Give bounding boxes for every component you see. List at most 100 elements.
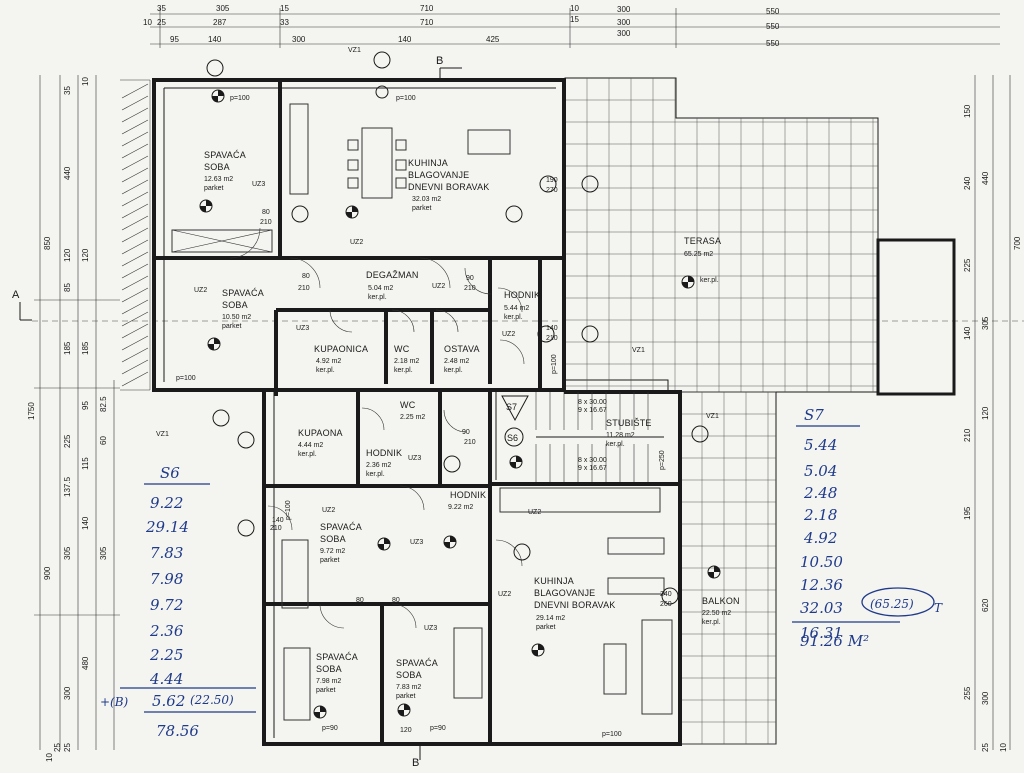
hatch-line [121, 299, 149, 315]
top-dimension-lines: 35 305 15 710 10 300 550 10 25 287 33 71… [143, 4, 1000, 48]
notes-s6-total: 78.56 [156, 722, 199, 740]
door-260: 260 [660, 601, 672, 608]
room-13-area: 11.28 m2 [606, 432, 635, 439]
hatch-line [121, 215, 149, 231]
room-14-name: HODNIK [450, 490, 486, 500]
tag-uz3-a: UZ3 [252, 181, 265, 188]
dim-left-15: 1750 [27, 402, 36, 420]
room-5-name: HODNIK [504, 290, 540, 300]
tag-uz2-e: UZ2 [322, 507, 335, 514]
hatch-line [121, 251, 149, 267]
door-190: 190 [546, 177, 558, 184]
room-18-name: SPAVAĆA [316, 652, 358, 662]
notes-s7-v1: 5.44 [804, 436, 837, 454]
tag-p100-c: p=100 [602, 731, 622, 738]
room-6-name: KUPAONICA [314, 344, 368, 354]
dim-right-4: 225 [963, 258, 972, 272]
dim-left-4: 120 [63, 248, 72, 262]
dim-top-2f: 15 [570, 15, 579, 24]
room-15-name: SPAVAĆA [320, 522, 362, 532]
dim-left-23: 60 [99, 436, 108, 445]
dim-left-25: 25 [53, 743, 62, 752]
room-3-name2: SOBA [222, 300, 248, 310]
tag-vz1-top: VZ1 [348, 47, 361, 54]
marker-s6: S6 [507, 433, 518, 443]
notes-s7-v5: 4.92 [803, 529, 837, 547]
staircase [535, 392, 664, 482]
door-210-f: 210 [270, 525, 282, 532]
dim-right-14: 25 [981, 743, 990, 752]
room-2-name: KUHINJA [408, 158, 448, 168]
notes-s6-v8: 4.44 [149, 670, 183, 688]
hatch-line [121, 95, 149, 111]
dim-top-3e: 425 [486, 35, 500, 44]
hatch-line [121, 239, 149, 255]
room-8-floor: ker.pl. [444, 367, 463, 374]
room-19-floor: parket [396, 693, 416, 700]
hatch-line [121, 107, 149, 123]
room-15-name2: SOBA [320, 534, 346, 544]
notes-s6-v3: 7.83 [150, 544, 183, 562]
room-12-name: HODNIK [366, 448, 402, 458]
dim-left-3: 440 [63, 166, 72, 180]
door-240: 240 [660, 591, 672, 598]
notes-s6-prefix: +(B) [100, 695, 129, 709]
dim-top-2e: 710 [420, 18, 434, 27]
tag-p100-top: p=100 [396, 95, 416, 102]
room-14-area: 9.22 m2 [448, 504, 473, 511]
room-16-floor: parket [536, 624, 556, 631]
notes-s7-terrace: 16.31 [800, 624, 843, 642]
stairs-label-1: 8 x 30.00 [578, 399, 607, 406]
hatch-line [121, 203, 149, 219]
door-140-b: 140 [272, 517, 284, 524]
room-17-name: BALKON [702, 596, 740, 606]
dim-top-1c: 15 [280, 4, 289, 13]
dim-top-2g: 300 [617, 18, 631, 27]
dim-top-3a: 95 [170, 35, 179, 44]
terrace-planter [876, 238, 956, 396]
room-12-area: 2.36 m2 [366, 462, 391, 469]
dim-top-3c: 300 [292, 35, 306, 44]
hatch-line [121, 179, 149, 195]
apartment-s6-walls [262, 390, 682, 746]
notes-s6-balcony-paren: (22.50) [190, 693, 234, 707]
dim-top-1d: 710 [420, 4, 434, 13]
door-80-a: 80 [262, 209, 270, 216]
room-5-floor: ker.pl. [504, 314, 523, 321]
section-mark-b-bottom: B [412, 757, 419, 768]
tag-uz3-c: UZ3 [408, 455, 421, 462]
right-dimension-lines: 150 240 440 225 140 305 195 620 255 300 … [963, 75, 1022, 752]
room-16-area: 29.14 m2 [536, 615, 565, 622]
notes-s7-v3: 2.48 [803, 484, 837, 502]
section-mark-b-top: B [436, 55, 443, 67]
room-1-floor: parket [204, 185, 224, 192]
room-8-area: 2.48 m2 [444, 358, 469, 365]
dim-top-1b: 305 [216, 4, 230, 13]
dim-right-7: 195 [963, 506, 972, 520]
room-17-area: 22.50 m2 [702, 610, 731, 617]
marker-s7-shape [501, 395, 529, 422]
tag-vz1-c: VZ1 [156, 431, 169, 438]
room-18-area: 7.98 m2 [316, 678, 341, 685]
room-16-name: KUHINJA [534, 576, 574, 586]
hatch-line [121, 275, 149, 291]
tag-uz3-e: UZ3 [424, 625, 437, 632]
level-marker-fill [444, 536, 456, 548]
door-210-b: 210 [298, 285, 310, 292]
dim-left-17: 185 [81, 341, 90, 355]
level-marker-fill [200, 200, 212, 212]
column-markers [206, 51, 709, 605]
unit-markers: S7 S6 [501, 395, 529, 447]
hatch-line [121, 131, 149, 147]
dim-right-1: 150 [963, 104, 972, 118]
level-marker-fill [682, 276, 694, 288]
room-2-floor: parket [412, 205, 432, 212]
dim-right-8: 620 [981, 598, 990, 612]
dim-left-7: 120 [81, 248, 90, 262]
notes-s6-v5: 9.72 [150, 596, 183, 614]
dim-top-3g: 550 [766, 39, 780, 48]
room-1-name2: SOBA [204, 162, 230, 172]
left-dimension-lines: 10 35 440 120 85 185 120 305 140 305 480… [27, 75, 120, 762]
notes-s7-v2: 5.04 [804, 462, 837, 480]
dim-left-19: 95 [81, 401, 90, 410]
